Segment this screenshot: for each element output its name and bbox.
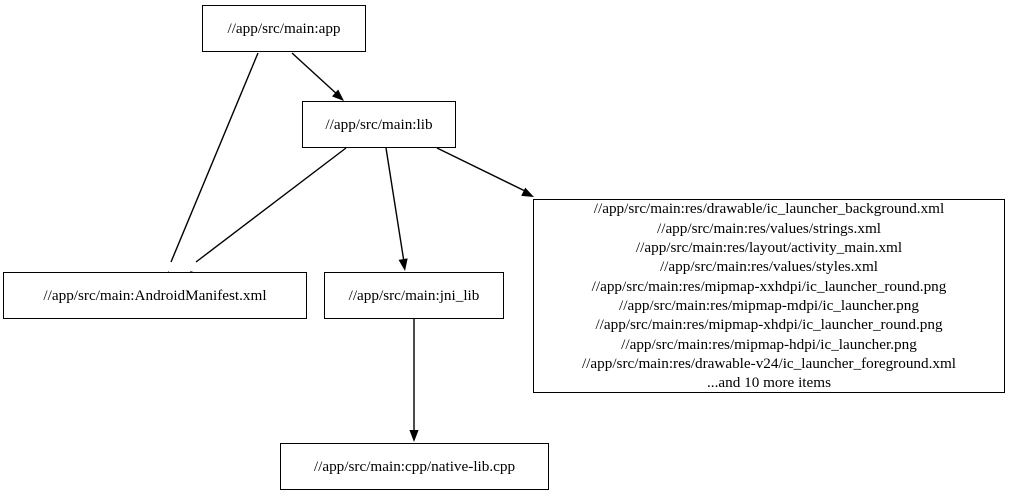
- graph-edge-lib-to-manifest: [195, 147, 347, 263]
- graph-node-native_lib[interactable]: //app/src/main:cpp/native-lib.cpp: [280, 443, 549, 490]
- graph-edge-lib-to-res_bundle: [436, 147, 528, 193]
- graph-arrowhead-jni_lib-to-native: [409, 430, 419, 442]
- graph-node-label: //app/src/main:res/drawable/ic_launcher_…: [581, 200, 957, 392]
- graph-node-lib[interactable]: //app/src/main:lib: [302, 101, 456, 148]
- graph-node-res_bundle[interactable]: //app/src/main:res/drawable/ic_launcher_…: [533, 199, 1005, 393]
- graph-node-label: //app/src/main:jni_lib: [348, 286, 480, 304]
- graph-node-label: //app/src/main:app: [227, 19, 341, 37]
- graph-node-jni_lib[interactable]: //app/src/main:jni_lib: [324, 272, 504, 319]
- graph-edge-app-to-manifest: [170, 52, 259, 263]
- graph-node-manifest[interactable]: //app/src/main:AndroidManifest.xml: [3, 272, 307, 319]
- graph-edge-app-to-lib: [291, 52, 340, 97]
- graph-node-label: //app/src/main:lib: [325, 115, 433, 133]
- graph-node-label: //app/src/main:cpp/native-lib.cpp: [313, 457, 516, 475]
- graph-arrowhead-lib-to-jni_lib: [398, 258, 408, 271]
- graph-node-app[interactable]: //app/src/main:app: [202, 5, 366, 52]
- graph-node-label: //app/src/main:AndroidManifest.xml: [43, 286, 267, 304]
- graph-edge-lib-to-jni_lib: [385, 147, 405, 263]
